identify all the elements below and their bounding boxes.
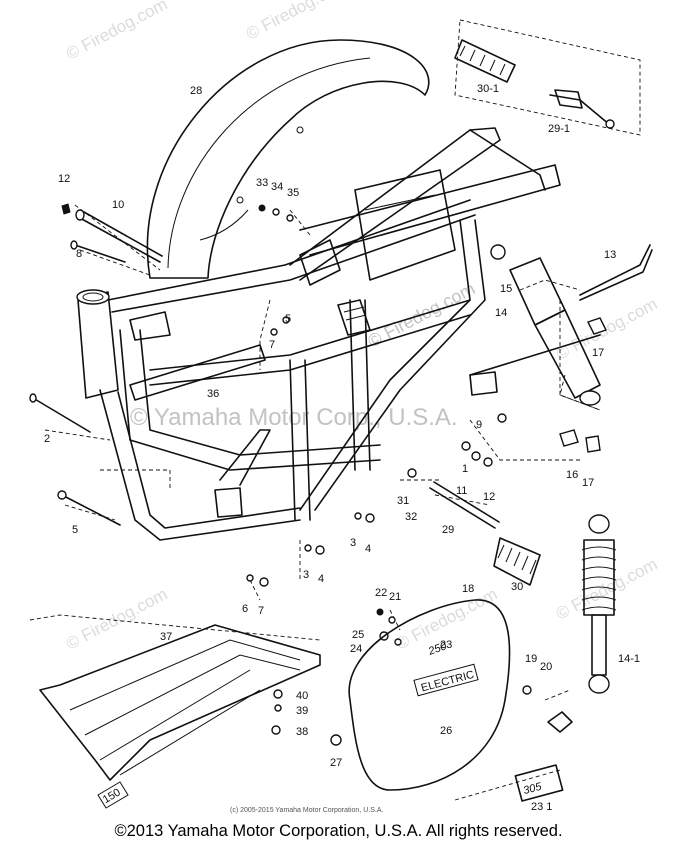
callout-2: 2 xyxy=(44,433,50,445)
callout-20: 20 xyxy=(540,661,552,673)
callout-29: 29 xyxy=(442,524,454,536)
watermark-right-lower: © Firedog.com xyxy=(553,554,661,623)
callout-9: 9 xyxy=(476,419,482,431)
callout-23-1: 23 1 xyxy=(531,801,552,813)
callout-31: 31 xyxy=(397,495,409,507)
callout-10: 10 xyxy=(112,199,124,211)
callout-4-b: 4 xyxy=(318,573,324,585)
callout-5-b: 5 xyxy=(72,524,78,536)
model-badge: 305 150 xyxy=(97,764,564,809)
callout-38: 38 xyxy=(296,726,308,738)
callout-7-b: 7 xyxy=(258,605,264,617)
callout-17-a: 17 xyxy=(592,347,604,359)
callout-40: 40 xyxy=(296,690,308,702)
callout-14: 14 xyxy=(495,307,507,319)
callout-7-a: 7 xyxy=(269,339,275,351)
bolts xyxy=(29,203,532,746)
copyright-footer: ©2013 Yamaha Motor Corporation, U.S.A. A… xyxy=(114,822,563,840)
watermark-top-left: © Firedog.com xyxy=(63,0,171,64)
callout-24: 24 xyxy=(350,643,362,655)
callout-18: 18 xyxy=(462,583,474,595)
shock-absorber-alt xyxy=(581,514,617,694)
rear-shock xyxy=(490,244,607,453)
callout-3-b: 3 xyxy=(303,569,309,581)
callout-11: 11 xyxy=(456,485,467,497)
callout-33: 33 xyxy=(256,177,268,189)
callout-35: 35 xyxy=(287,187,299,199)
footrest-bottom xyxy=(493,537,541,586)
callout-27: 27 xyxy=(330,757,342,769)
callout-29-1: 29-1 xyxy=(548,123,570,135)
callout-21: 21 xyxy=(389,591,401,603)
callout-16: 16 xyxy=(566,469,578,481)
callout-12-bottom: 12 xyxy=(483,491,495,503)
callout-8: 8 xyxy=(76,248,82,260)
callout-32: 32 xyxy=(405,511,417,523)
callout-13: 13 xyxy=(604,249,616,261)
watermark-center: © Yamaha Motor Corp., U.S.A. xyxy=(130,404,458,431)
spacer-rubber xyxy=(337,299,371,336)
callout-17-b: 17 xyxy=(582,477,594,489)
callout-12-top: 12 xyxy=(58,173,70,185)
watermark-right: © Firedog.com xyxy=(553,294,661,363)
callout-37: 37 xyxy=(160,631,172,643)
model-number-text: 305 xyxy=(522,780,544,797)
callout-labels: 28 12 10 8 33 34 35 30-1 29-1 13 15 14 1… xyxy=(44,83,640,813)
callout-28: 28 xyxy=(190,85,202,97)
callout-30: 30 xyxy=(511,581,523,593)
small-credit: (c) 2005-2015 Yamaha Motor Corporation, … xyxy=(230,807,383,814)
callout-4-a: 4 xyxy=(365,543,371,555)
callout-22: 22 xyxy=(375,587,387,599)
callout-34: 34 xyxy=(271,181,283,193)
callout-3-a: 3 xyxy=(350,537,356,549)
main-frame xyxy=(76,127,601,541)
grab-bar xyxy=(579,244,653,301)
rear-fender xyxy=(146,39,430,279)
watermark-top-center: © Firedog.com xyxy=(243,0,351,44)
watermark-bottom-left: © Firedog.com xyxy=(63,584,171,653)
callout-39: 39 xyxy=(296,705,308,717)
callout-23: 23 xyxy=(440,639,452,651)
side-cover: 250 ELECTRIC xyxy=(348,599,573,791)
callout-5-a: 5 xyxy=(285,313,291,325)
tag-150-text: 150 xyxy=(101,786,123,806)
callout-1: 1 xyxy=(462,463,468,475)
callout-6: 6 xyxy=(242,603,248,615)
callout-36: 36 xyxy=(207,388,219,400)
callout-30-1: 30-1 xyxy=(477,83,499,95)
skid-plate xyxy=(39,624,321,781)
callout-25: 25 xyxy=(352,629,364,641)
callout-15: 15 xyxy=(500,283,512,295)
callout-26: 26 xyxy=(440,725,452,737)
callout-14-1: 14-1 xyxy=(618,653,640,665)
footrest-top xyxy=(454,39,615,129)
cover-script-text: ELECTRIC xyxy=(420,669,476,695)
callout-19: 19 xyxy=(525,653,537,665)
